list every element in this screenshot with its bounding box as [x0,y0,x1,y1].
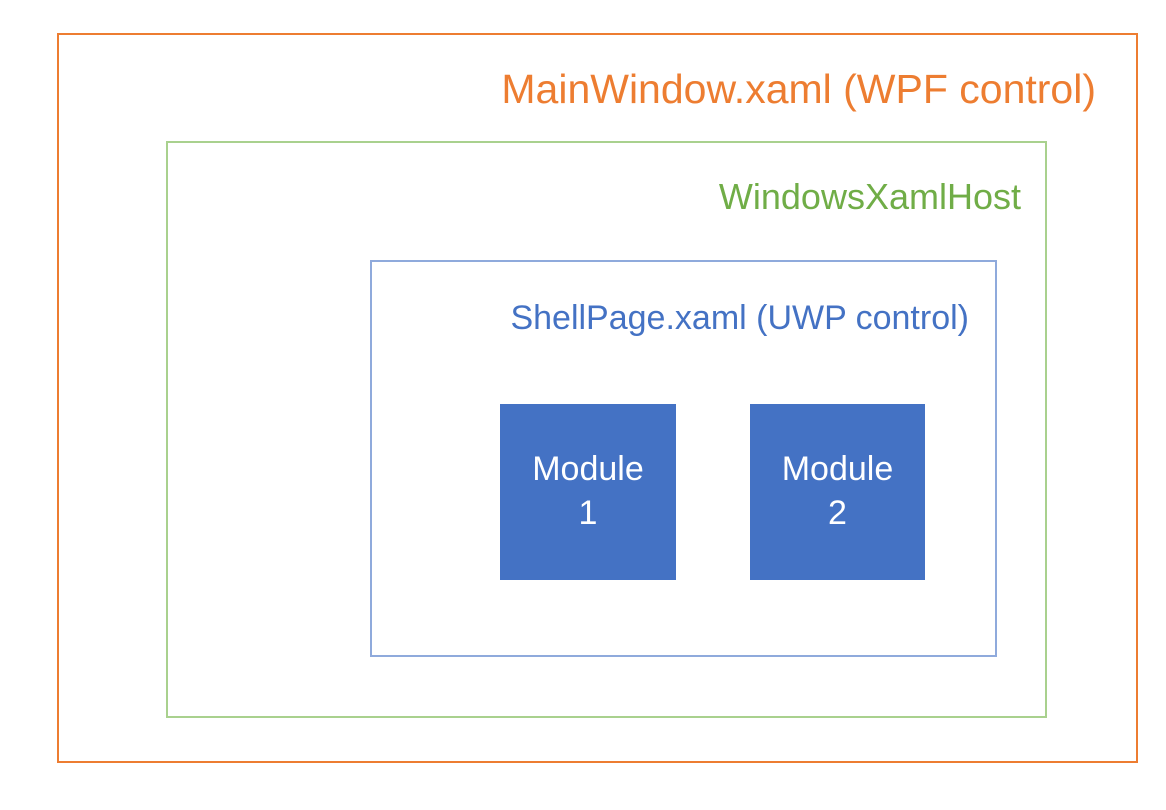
module-block-1: Module 1 [500,404,676,580]
module-2-line1: Module [781,450,894,489]
module-block-2: Module 2 [750,404,925,580]
module-1-line1: Module [532,450,644,489]
layer-shellpage-label: ShellPage.xaml (UWP control) [510,299,969,337]
module-2-line2: 2 [828,494,847,532]
layer-windowsxamlhost: WindowsXamlHost [166,141,1047,718]
layer-mainwindow-wpf: MainWindow.xaml (WPF control) [57,33,1138,763]
module-2-text: Module 2 [750,448,925,535]
module-1-text: Module 1 [500,448,676,535]
module-1-line2: 1 [578,494,598,532]
layer-windowsxamlhost-label: WindowsXamlHost [718,176,1021,217]
layer-mainwindow-label: MainWindow.xaml (WPF control) [501,66,1096,112]
layer-shellpage-uwp: ShellPage.xaml (UWP control) [370,260,997,657]
